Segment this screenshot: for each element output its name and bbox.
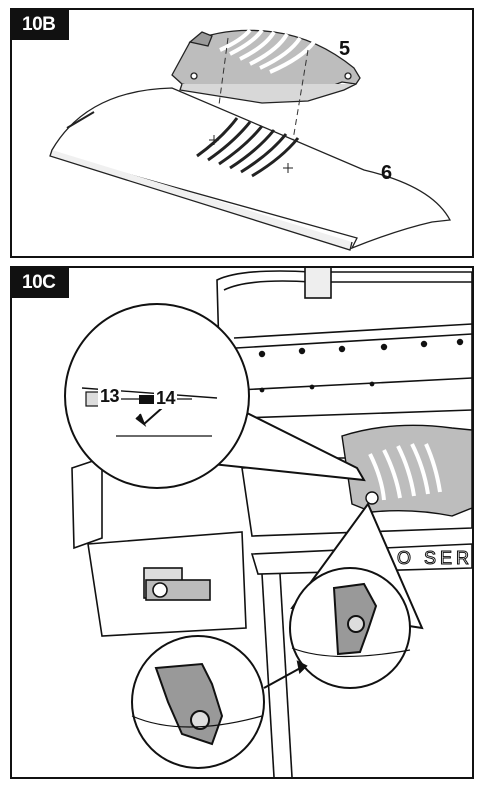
callout-14: 14 [154,388,178,409]
magnifier-bracket-right [289,502,424,689]
callout-13: 13 [98,386,122,407]
controller-box [71,456,247,637]
hood-part [49,87,452,251]
exploded-cover-diagram [49,28,452,251]
callout-6: 6 [381,162,392,184]
svg-text:O SER: O SER [397,548,472,568]
magnifier-bracket-left [131,635,308,769]
panel-10b-label: 10B [12,10,70,40]
panel-10c: 10C 13 14 O SER [10,266,474,779]
panel-10b: 10B 5 6 [10,8,474,258]
callout-5: 5 [339,38,350,60]
cover-plate-part [171,28,361,104]
grill-lid [216,268,472,459]
panel-10c-label: 10C [12,268,70,298]
vent-plate-installed [341,424,472,517]
grill-assembly-diagram: O SER [64,268,472,777]
